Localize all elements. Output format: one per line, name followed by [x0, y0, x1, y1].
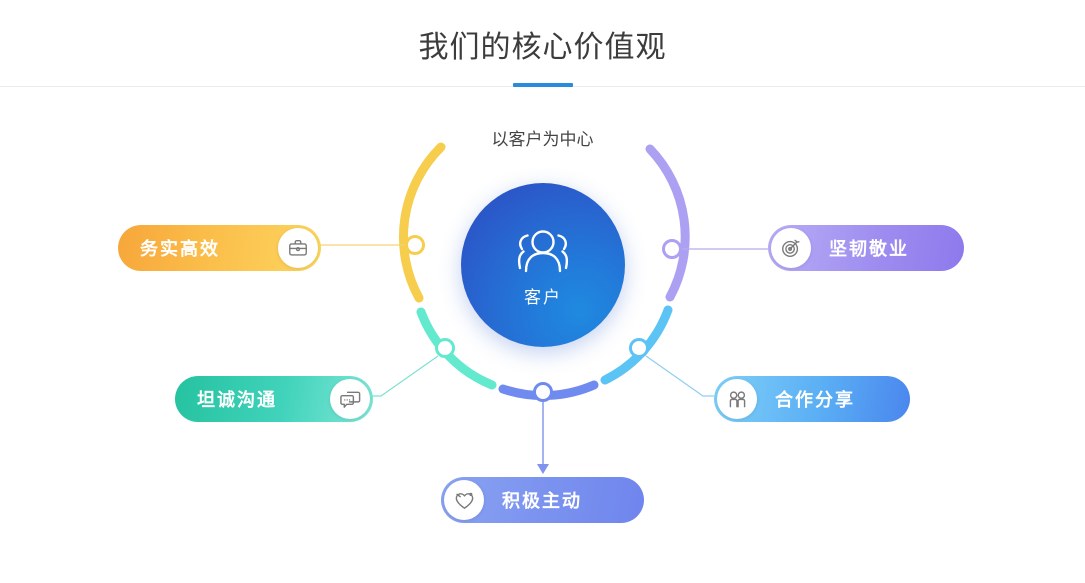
- chat-bubbles-icon: [330, 379, 370, 419]
- center-hub-label: 客户: [524, 287, 562, 307]
- target-dart-icon: [771, 228, 811, 268]
- page-subtitle: 以客户为中心: [491, 130, 594, 149]
- ring-node-perseverance[interactable]: [662, 239, 682, 259]
- value-pill-perseverance[interactable]: 坚韧敬业: [768, 225, 964, 271]
- arc-segment-communication: [416, 307, 497, 390]
- users-group-icon: [508, 227, 578, 277]
- heart-icon: [444, 480, 484, 520]
- ring-node-proactive[interactable]: [533, 382, 553, 402]
- connector-cooperation: [645, 355, 714, 397]
- value-pill-pragmatic[interactable]: 务实高效: [118, 225, 321, 271]
- value-pill-proactive[interactable]: 积极主动: [441, 477, 644, 523]
- value-pill-communication[interactable]: 坦诚沟通: [175, 376, 373, 422]
- connector-communication: [372, 355, 439, 397]
- value-pill-pragmatic-label: 务实高效: [140, 239, 220, 259]
- value-pill-proactive-label: 积极主动: [502, 491, 582, 511]
- value-pill-communication-label: 坦诚沟通: [197, 390, 277, 410]
- two-people-icon: [717, 379, 757, 419]
- page-title: 我们的核心价值观: [418, 31, 667, 64]
- arc-segment-perseverance: [645, 144, 690, 302]
- connector-proactive-arrowhead: [537, 464, 549, 474]
- center-hub-customer[interactable]: 客户: [461, 183, 625, 347]
- value-pill-cooperation-label: 合作分享: [775, 390, 855, 410]
- ring-node-pragmatic[interactable]: [405, 235, 425, 255]
- ring-node-cooperation[interactable]: [629, 338, 649, 358]
- title-divider-accent: [513, 83, 573, 87]
- value-pill-perseverance-label: 坚韧敬业: [829, 239, 909, 259]
- ring-node-communication[interactable]: [435, 338, 455, 358]
- briefcase-icon: [278, 228, 318, 268]
- value-pill-cooperation[interactable]: 合作分享: [714, 376, 910, 422]
- arc-segment-pragmatic: [398, 142, 446, 303]
